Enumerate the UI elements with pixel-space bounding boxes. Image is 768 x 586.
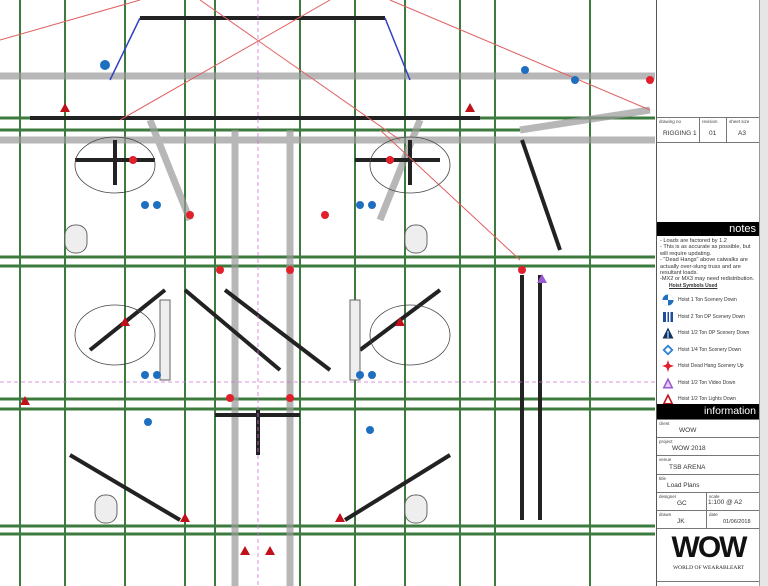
legend-item: Hoist 1/2 Ton Video Down [659, 375, 759, 392]
drawing-info-row: drawing no RIGGING 1 revision 01 sheet s… [657, 117, 760, 143]
legend-title: Hoist Symbols Used [669, 283, 718, 289]
date-value: 01/06/2018 [723, 519, 751, 525]
logo-mark: WOW [671, 531, 748, 564]
hoist-lights-icon [662, 393, 674, 405]
drawn-value: JK [677, 518, 685, 525]
hoist-legend: Hoist 1 Ton Scenery Down Hoist 2 Ton DP … [659, 292, 759, 408]
drawing-no: RIGGING 1 [663, 130, 697, 137]
notes-header: notes [657, 222, 760, 236]
wow-logo: WOW WORLD OF WEARABLEART [657, 528, 760, 582]
dead-hang-icon [662, 360, 674, 373]
rigging-plan-drawing [0, 0, 655, 586]
note-line: -MX2 or MX3 may need redistribution. [660, 276, 755, 283]
revision-label: revision [702, 119, 718, 124]
legend-item: Hoist Dead Hang Scenery Up [659, 358, 759, 375]
hoist-1-ton-icon [662, 294, 674, 306]
sheet-size: A3 [738, 130, 746, 137]
scale-value: 1:100 @ A2 [708, 499, 743, 506]
designer-value: GC [677, 500, 687, 507]
legend-item: Hoist 1 Ton Scenery Down [659, 292, 759, 309]
legend-item: Hoist 1/2 Ton Lights Down [659, 391, 759, 408]
gray-trusses [0, 72, 655, 586]
legend-item: Hoist 1/2 Ton DP Scenery Down [659, 325, 759, 342]
notes-body: - Loads are factored by 1.2 - This is as… [660, 238, 759, 283]
hoist-2-ton-dp-icon [663, 311, 673, 322]
page-edge [759, 0, 768, 586]
information-header: information [657, 404, 760, 419]
columns [64, 224, 428, 524]
cable-lines [0, 0, 651, 261]
project-value: WOW 2018 [672, 445, 706, 452]
hoist-markers [20, 60, 654, 555]
black-trusses [30, 16, 562, 522]
note-line: - Loads are factored by 1.2 [660, 238, 727, 244]
note-line: - This is as accurate as possible, but w… [660, 244, 751, 257]
structure-verticals [19, 0, 591, 586]
legend-item: Hoist 2 Ton DP Scenery Down [659, 309, 759, 326]
client-value: WOW [679, 427, 697, 434]
drawing-no-label: drawing no [659, 119, 682, 124]
venue-value: TSB ARENA [669, 464, 706, 471]
title-value: Load Plans [667, 482, 700, 489]
curved-paths [74, 136, 451, 366]
blue-truss-frame [109, 17, 411, 81]
hoist-video-icon [662, 377, 674, 389]
legend-item: Hoist 1/4 Ton Scenery Down [659, 342, 759, 359]
sheet-size-label: sheet size [729, 119, 750, 124]
hoist-quarter-ton-icon [662, 344, 674, 356]
logo-tagline: WORLD OF WEARABLEART [672, 565, 745, 571]
note-line: - "Dead Hangs" above catwalks are actual… [660, 257, 748, 277]
hoist-half-ton-dp-icon [662, 327, 674, 339]
revision: 01 [709, 130, 717, 137]
title-block-panel: drawing no RIGGING 1 revision 01 sheet s… [656, 0, 760, 586]
